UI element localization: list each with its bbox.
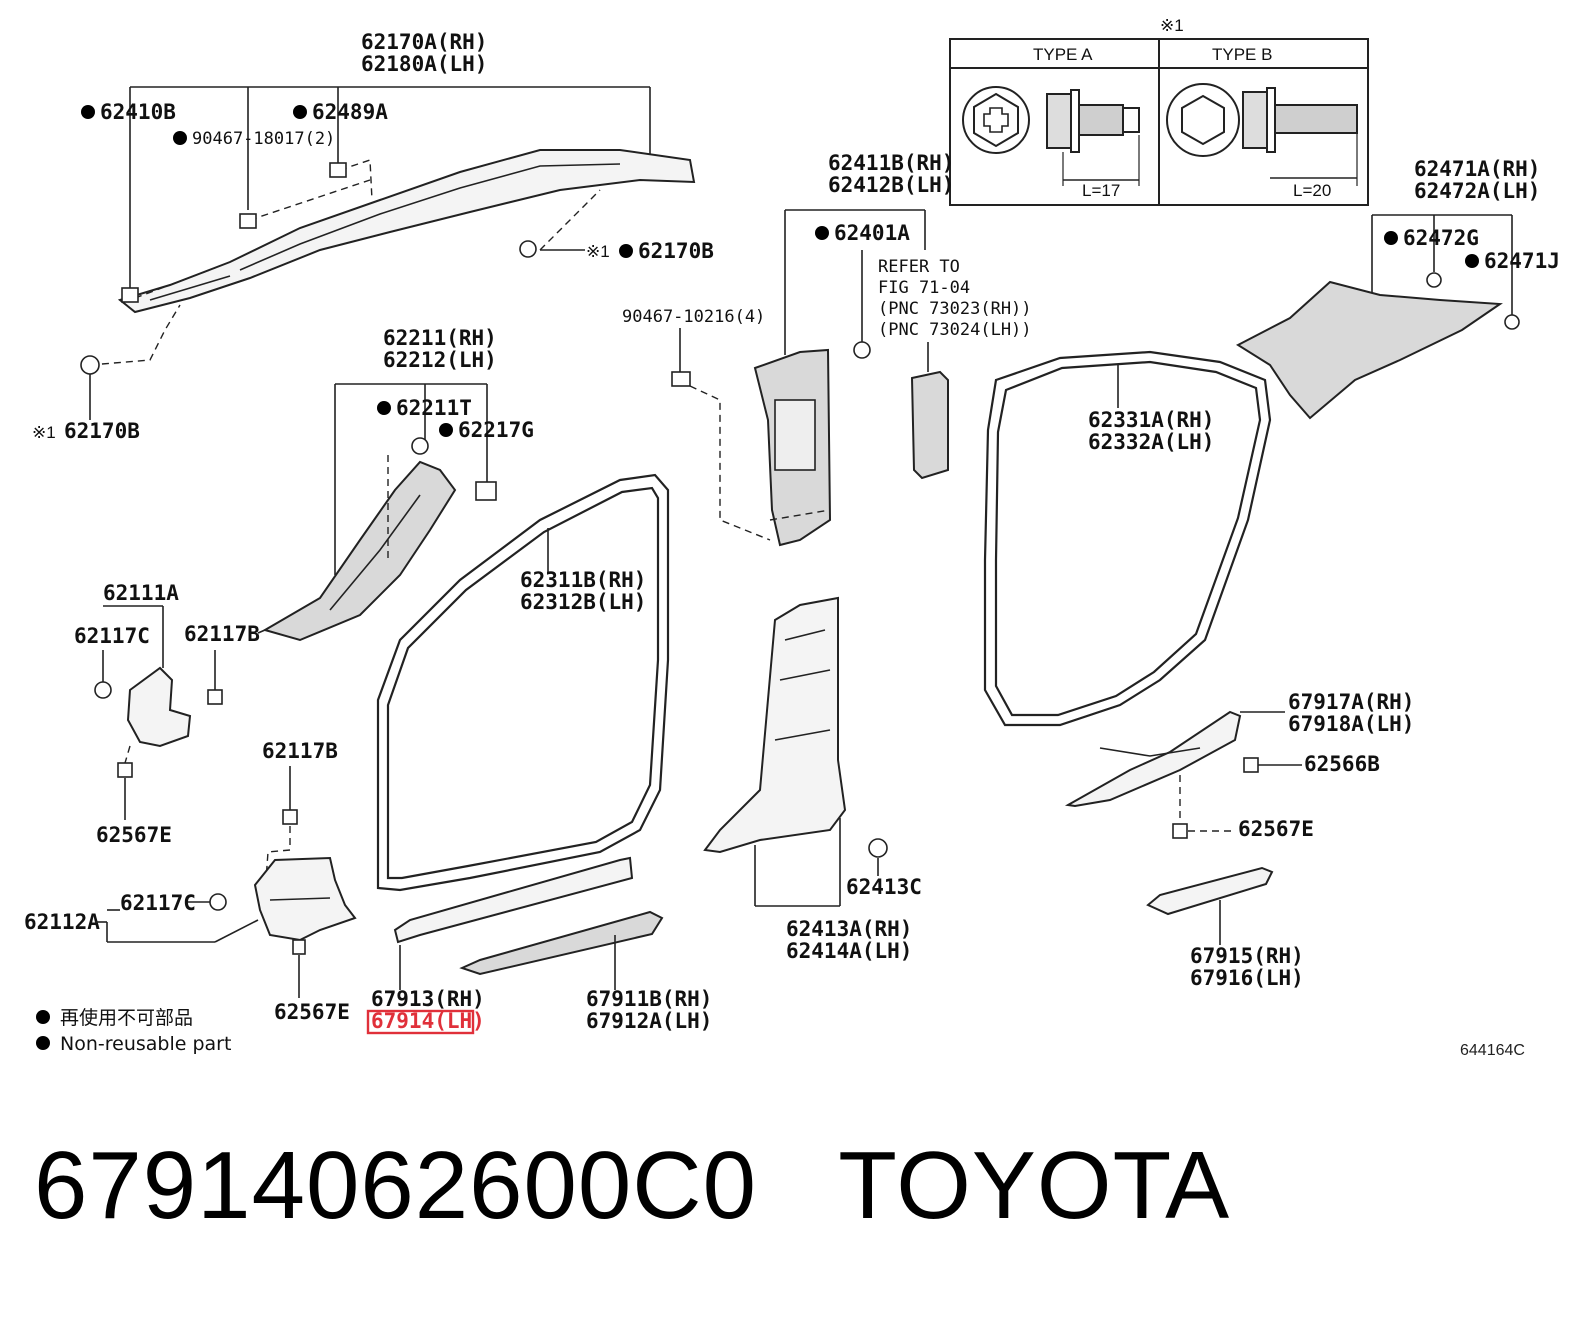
callout-67911B: 67911B(RH) [586, 987, 712, 1011]
table-note-mark: ※1 [1160, 16, 1184, 35]
legend-dot-icon [36, 1010, 50, 1024]
callout-62212: 62212(LH) [383, 348, 497, 372]
callout-62413C: 62413C [846, 875, 922, 899]
callout-62111A: 62111A [103, 581, 179, 605]
callout-62472G: 62472G [1403, 226, 1479, 250]
roof-side-inner-garnish: 62471A(RH) 62472A(LH) 62472G 62471J [1235, 157, 1560, 420]
rear-scuff-plate-lower: 67915(RH) 67916(LH) [1146, 866, 1304, 990]
callout-62117C-b: 62117C [120, 891, 196, 915]
note-mark-62170B-top: ※1 [586, 242, 610, 261]
callout-62489A: 62489A [312, 100, 388, 124]
caption-brand: TOYOTA [838, 1132, 1231, 1239]
type-b-bolt-icon: L=20 [1166, 83, 1358, 200]
legend-dot-icon [36, 1036, 50, 1050]
callout-62410B: 62410B [100, 100, 176, 124]
part-caption: 67914062600C0 TOYOTA [34, 1138, 1230, 1234]
callout-62567E-b: 62567E [274, 1000, 350, 1024]
callout-62170B-left: 62170B [64, 419, 140, 443]
callout-62567E-a: 62567E [96, 823, 172, 847]
fastener-type-table: ※1 TYPE A TYPE B L=17 [949, 16, 1369, 206]
center-pillar-garnish-lower: 62413C 62413A(RH) 62414A(LH) [703, 596, 922, 963]
legend-english: Non-reusable part [60, 1033, 231, 1055]
refer-note: REFER TO FIG 71-04 (PNC 73023(RH)) (PNC … [878, 257, 1032, 480]
callout-62211: 62211(RH) [383, 326, 497, 350]
callout-67917A: 67917A(RH) [1288, 690, 1414, 714]
callout-62117B-b: 62117B [262, 739, 338, 763]
callout-62312B: 62312B(LH) [520, 590, 646, 614]
callout-62211T: 62211T [396, 396, 472, 420]
callout-67915: 67915(RH) [1190, 944, 1304, 968]
legend: 再使用不可部品 Non-reusable part [36, 1007, 231, 1055]
callout-62471J: 62471J [1484, 249, 1560, 273]
callout-62331A: 62331A(RH) [1088, 408, 1214, 432]
callout-62117C-a: 62117C [74, 624, 150, 648]
callout-67918A: 67918A(LH) [1288, 712, 1414, 736]
callout-62411B: 62411B(RH) [828, 151, 954, 175]
front-pillar-garnish: 62211(RH) 62212(LH) 62211T 62217G 62117B [184, 326, 534, 646]
curtain-airbag-assembly: 62170A(RH) 62180A(LH) 62410B 62489A 9046… [32, 30, 714, 443]
type-b-header: TYPE B [1212, 45, 1272, 64]
callout-90467-10216: 90467-10216(4) [622, 307, 765, 327]
callout-90467-18017: 90467-18017(2) [192, 129, 335, 149]
callout-62412B: 62412B(LH) [828, 173, 954, 197]
caption-part-number: 67914062600C0 [34, 1132, 758, 1239]
note-mark-62170B-left: ※1 [32, 423, 56, 442]
legend-japanese: 再使用不可部品 [60, 1007, 193, 1029]
rear-door-scuff-plate: 67917A(RH) 67918A(LH) 62566B 62567E [1064, 690, 1414, 841]
cowl-side-trim-lower: 62117B 62112A 62117C 62567E [24, 739, 357, 1024]
callout-62567E-c: 62567E [1238, 817, 1314, 841]
callout-67914: 67914(LH) [371, 1009, 485, 1033]
callout-62217G: 62217G [458, 418, 534, 442]
highlight-box [366, 1009, 475, 1035]
callout-62180A: 62180A(LH) [361, 52, 487, 76]
type-a-header: TYPE A [1033, 45, 1093, 64]
type-b-length: L=20 [1293, 181, 1331, 200]
callout-62471A: 62471A(RH) [1414, 157, 1540, 181]
callout-62311B: 62311B(RH) [520, 568, 646, 592]
front-scuff-plates: 67913(RH) 67914(LH) 67911B(RH) 67912A(LH… [366, 856, 712, 1035]
type-a-bolt-icon: L=17 [962, 86, 1140, 200]
type-a-length: L=17 [1082, 181, 1120, 200]
callout-62332A: 62332A(LH) [1088, 430, 1214, 454]
callout-62112A: 62112A [24, 910, 100, 934]
refer-line-1: REFER TO [878, 257, 960, 277]
callout-62170A: 62170A(RH) [361, 30, 487, 54]
callout-62566B: 62566B [1304, 752, 1380, 776]
figure-id: 644164C [1460, 1042, 1525, 1059]
refer-line-3: (PNC 73023(RH)) [878, 299, 1032, 319]
callout-67916: 67916(LH) [1190, 966, 1304, 990]
callout-67913: 67913(RH) [371, 987, 485, 1011]
center-pillar-garnish-upper: 90467-10216(4) 62411B(RH) 62412B(LH) 624… [622, 151, 954, 547]
refer-line-2: FIG 71-04 [878, 278, 970, 298]
callout-62413A: 62413A(RH) [786, 917, 912, 941]
callout-62414A: 62414A(LH) [786, 939, 912, 963]
front-door-opening-weatherstrip: 62311B(RH) 62312B(LH) [376, 473, 670, 892]
callout-62472A: 62472A(LH) [1414, 179, 1540, 203]
callout-62401A: 62401A [834, 221, 910, 245]
callout-62117B-a: 62117B [184, 622, 260, 646]
callout-62170B-top: 62170B [638, 239, 714, 263]
cowl-side-trim-upper: 62111A 62117C 62567E [74, 581, 223, 847]
rear-door-opening-weatherstrip: 62331A(RH) 62332A(LH) [983, 350, 1272, 727]
callout-67912A: 67912A(LH) [586, 1009, 712, 1033]
refer-line-4: (PNC 73024(LH)) [878, 320, 1032, 340]
